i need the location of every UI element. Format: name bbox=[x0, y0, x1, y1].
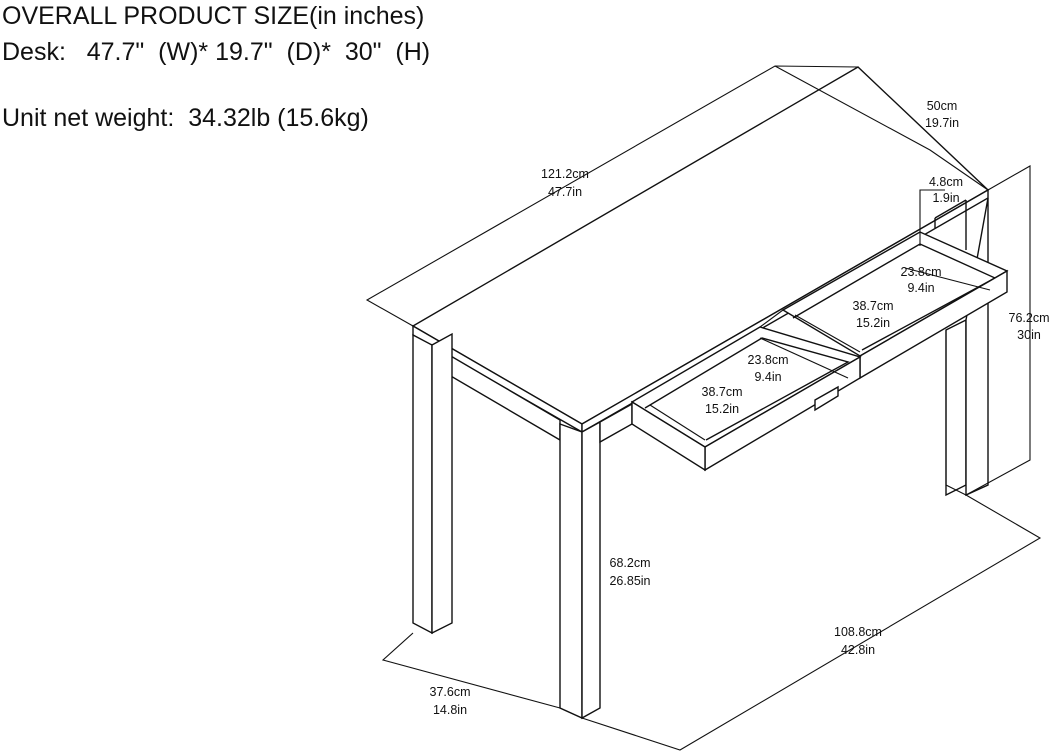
label-drawer-front-in: 1.9in bbox=[932, 191, 959, 205]
left-drawer-side bbox=[631, 400, 706, 472]
label-leg-clearance-cm: 68.2cm bbox=[610, 556, 651, 570]
dim-line-base-width bbox=[581, 494, 1042, 751]
label-leg-clearance-in: 26.85in bbox=[609, 574, 650, 588]
back-left-leg-side bbox=[431, 332, 453, 635]
label-left-drawer-width-cm: 38.7cm bbox=[702, 385, 743, 399]
dim-line-right-drawer-width bbox=[794, 314, 861, 353]
label-top-width-cm: 121.2cm bbox=[541, 167, 589, 181]
label-drawer-front-cm: 4.8cm bbox=[929, 175, 963, 189]
label-right-drawer-depth-cm: 23.8cm bbox=[901, 265, 942, 279]
dim-line-drawer-front bbox=[919, 189, 945, 232]
dim-line-left-drawer-depth bbox=[759, 337, 849, 379]
net-weight-text: Unit net weight: 34.32lb (15.6kg) bbox=[2, 104, 369, 132]
label-left-drawer-width-in: 15.2in bbox=[705, 402, 739, 416]
label-top-width-in: 47.7in bbox=[548, 185, 582, 199]
label-top-depth-cm: 50cm bbox=[927, 99, 958, 113]
label-total-height-cm: 76.2cm bbox=[1009, 311, 1050, 325]
dim-line-total-height bbox=[965, 165, 1031, 496]
label-base-depth-cm: 37.6cm bbox=[430, 685, 471, 699]
front-left-leg bbox=[559, 423, 583, 720]
back-left-leg bbox=[412, 333, 433, 635]
label-base-depth-in: 14.8in bbox=[433, 703, 467, 717]
label-top-depth-in: 19.7in bbox=[925, 116, 959, 130]
label-base-width-in: 42.8in bbox=[841, 643, 875, 657]
drawer-pull bbox=[814, 385, 839, 412]
label-base-width-cm: 108.8cm bbox=[834, 625, 882, 639]
label-right-drawer-width-in: 15.2in bbox=[856, 316, 890, 330]
dimension-labels: 121.2cm 47.7in 50cm 19.7in 4.8cm 1.9in 2… bbox=[430, 99, 1050, 717]
back-right-leg-side bbox=[945, 318, 967, 497]
dim-line-left-drawer-width bbox=[649, 404, 706, 441]
page-title: OVERALL PRODUCT SIZE(in inches) bbox=[2, 2, 425, 30]
label-left-drawer-depth-cm: 23.8cm bbox=[748, 353, 789, 367]
label-right-drawer-width-cm: 38.7cm bbox=[853, 299, 894, 313]
desk-size-text: Desk: 47.7" (W)* 19.7" (D)* 30" (H) bbox=[2, 38, 431, 66]
dim-line-base-depth bbox=[381, 632, 561, 709]
front-left-leg-side bbox=[581, 420, 601, 720]
back-right-leg bbox=[965, 197, 989, 497]
dim-line-top-width bbox=[365, 65, 859, 327]
label-right-drawer-depth-in: 9.4in bbox=[907, 281, 934, 295]
dim-line-top-depth bbox=[774, 65, 989, 191]
label-total-height-in: 30in bbox=[1017, 328, 1041, 342]
dim-line-right-drawer-depth bbox=[904, 267, 991, 291]
label-left-drawer-depth-in: 9.4in bbox=[754, 370, 781, 384]
dimension-lines bbox=[365, 65, 1042, 751]
